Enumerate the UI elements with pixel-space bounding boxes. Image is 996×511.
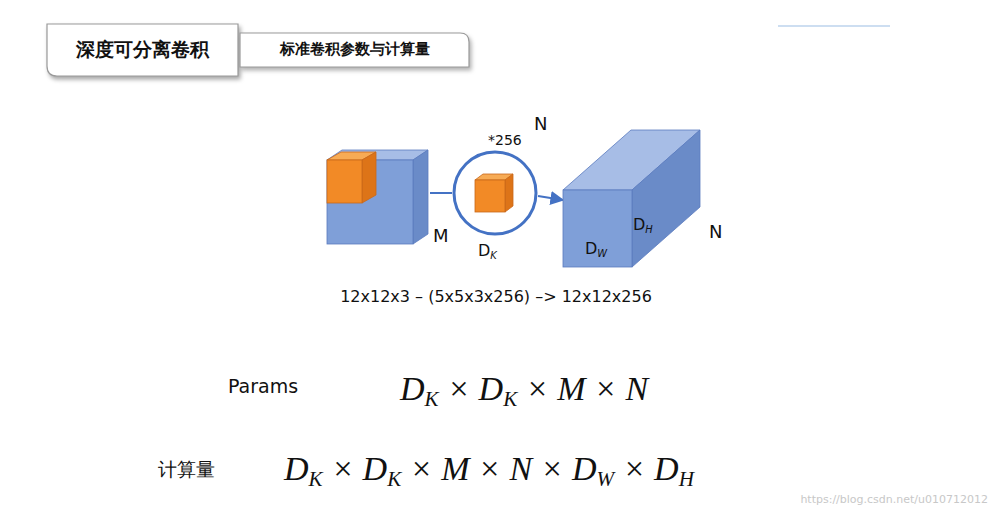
dimension-label: N [534,114,547,135]
tab-title: 深度可分离卷积 [76,39,209,61]
watermark: https://blog.csdn.net/u010712012 [800,494,988,507]
input-tensor: M [327,150,431,244]
flops-formula: DK × DK × M × N × DW × DH [284,449,694,491]
shape-formula: 12x12x3 – (5x5x3x256) –> 12x12x256 [340,288,652,306]
connector [430,192,452,194]
dimension-label: M [433,226,449,247]
connector [538,196,563,200]
dimension-label: DW [585,240,607,259]
dimension-label: *256 [488,132,522,148]
dimension-label: N [709,222,722,243]
cube [327,152,376,203]
deco-line [778,25,890,27]
row-label: 计算量 [158,459,215,481]
input-tensor-outline [327,150,431,244]
kernel-circle: *256NDK [452,150,538,236]
dimension-label: DK [478,242,497,261]
cube [475,174,513,212]
cube [327,150,428,244]
title-tab: 深度可分离卷积 [45,22,240,78]
row-label: Params [228,376,298,398]
subtitle-tab: 标准卷积参数与计算量 [240,32,470,68]
output-tensor: DHDWN [563,130,701,268]
params-formula: DK × DK × M × N [400,369,648,411]
dimension-label: DH [633,216,653,235]
tab-title: 标准卷积参数与计算量 [280,41,430,58]
kernel-circle-outline [452,150,538,236]
output-tensor-outline [563,130,701,268]
cube [563,130,700,267]
